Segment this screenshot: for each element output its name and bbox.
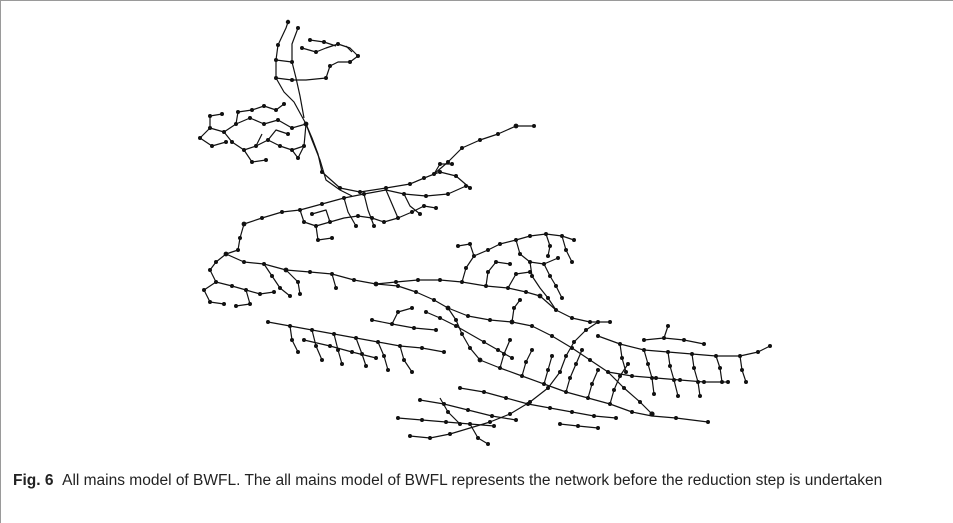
caption-text: All mains model of BWFL. The all mains m… [62, 472, 883, 489]
caption-label: Fig. 6 [13, 472, 54, 489]
network-graph [198, 19, 772, 446]
figure-caption: Fig. 6 All mains model of BWFL. The all … [13, 469, 938, 492]
